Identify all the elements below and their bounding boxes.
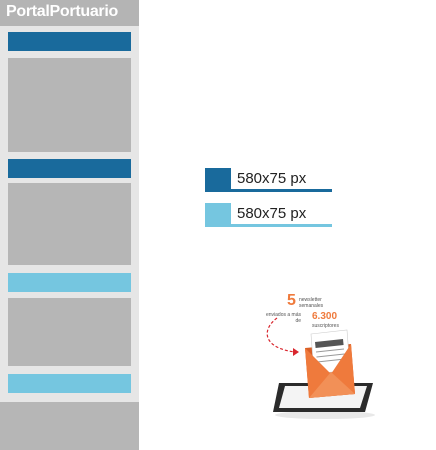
banner-slot-dark-1 [8,32,131,51]
content-block-2 [8,183,131,265]
newsletter-count: 5 [287,292,296,309]
brand-logo-text: PortalPortuario [6,3,118,20]
content-block-1 [8,58,131,152]
brand-header: PortalPortuario [0,0,139,26]
legend-label-dark: 580x75 px [237,170,307,187]
content-block-3 [8,298,131,366]
tablet-envelope-icon [266,317,375,419]
legend-label-light: 580x75 px [237,205,307,222]
newsletter-count-caption: newsletter semanales [299,297,324,309]
newsletter-layout-mockup: PortalPortuario [0,0,139,450]
legend-swatch-dark [205,168,231,192]
legend-underline-light [205,224,332,227]
banner-slot-dark-2 [8,159,131,178]
legend-swatch-light [205,203,231,227]
banner-slot-light-1 [8,273,131,292]
sent-caption: enviados a más de [265,312,301,324]
subscriber-count: 6.300 [312,311,338,322]
footer-block [0,402,139,450]
newsletter-illustration: 5 newsletter semanales enviados a más de… [255,290,385,425]
subscriber-caption: suscriptores [312,323,339,329]
banner-slot-light-2 [8,374,131,393]
legend-underline-dark [205,189,332,192]
